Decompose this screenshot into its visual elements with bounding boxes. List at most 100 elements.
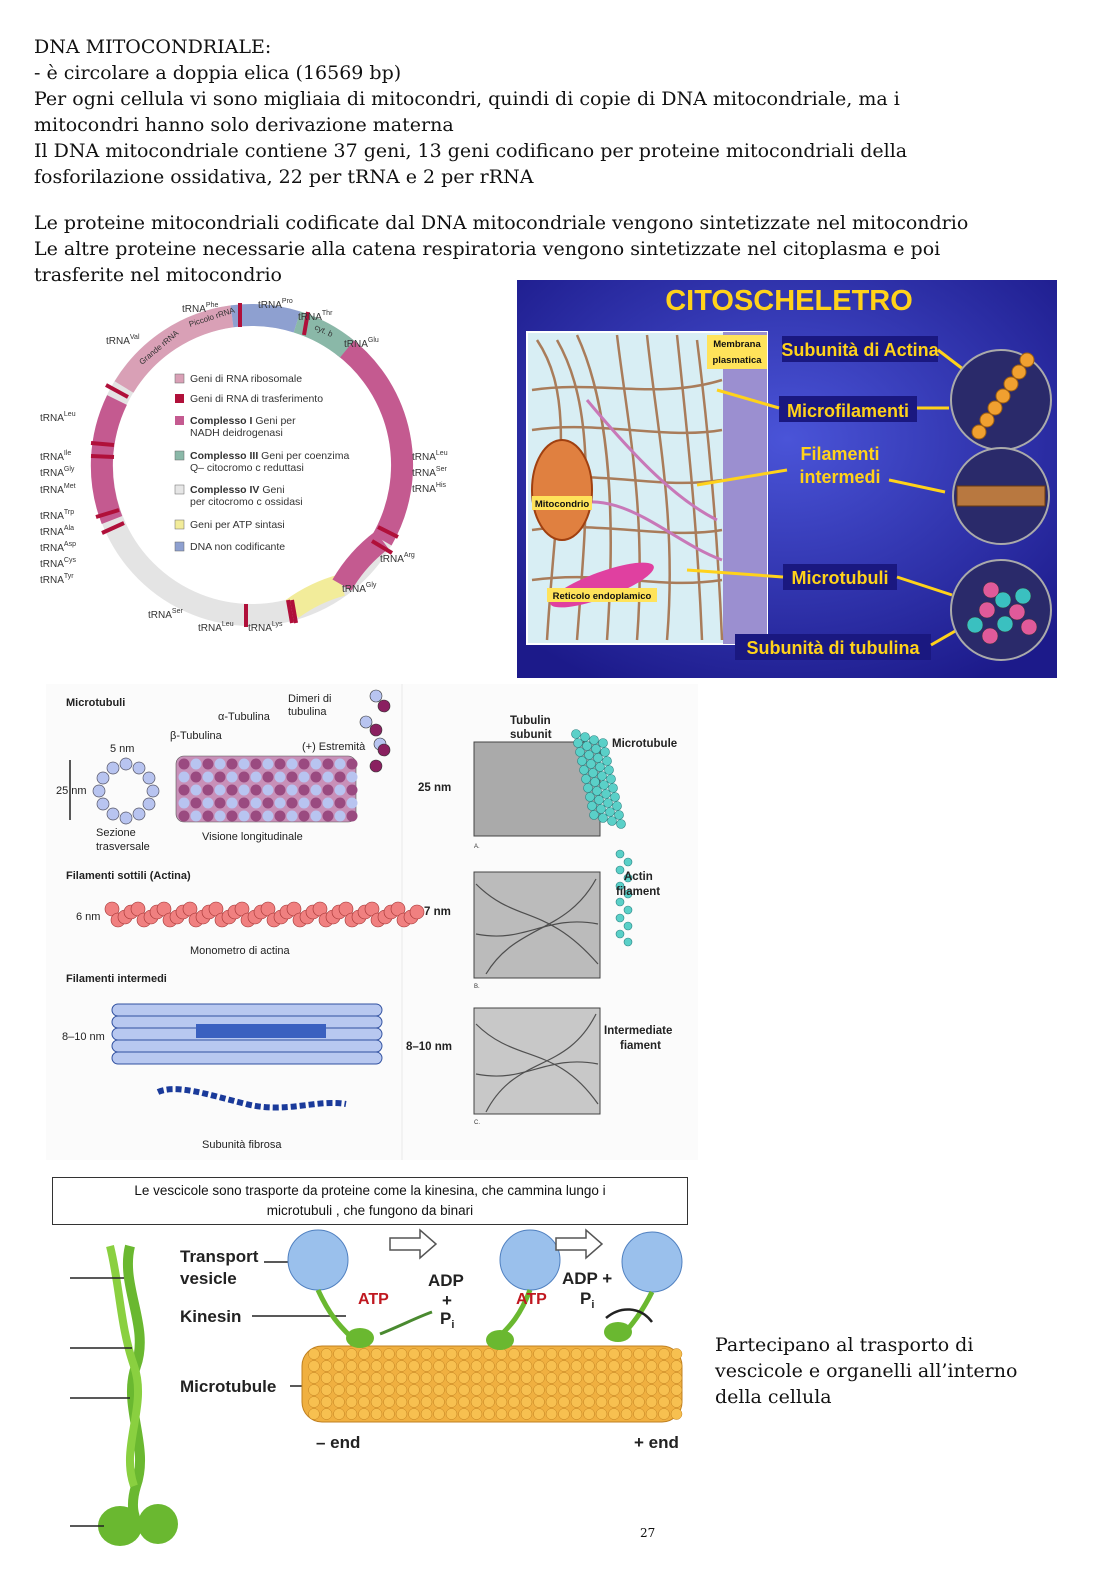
svg-text:tRNALeu: tRNALeu — [198, 621, 234, 634]
svg-text:tRNALeu: tRNALeu — [40, 411, 76, 424]
legend-label: Geni per ATP sintasi — [190, 519, 285, 531]
tubulin-subunit — [298, 810, 310, 822]
microtubule-subunit — [608, 1384, 620, 1396]
tubulin-subunit — [226, 771, 238, 783]
microtubule-subunit — [570, 1348, 583, 1360]
trna-label: tRNA — [380, 554, 404, 565]
microtubule-subunit — [395, 1348, 408, 1360]
microtubule-subunit — [608, 1408, 620, 1420]
microtubule-subunit — [583, 1408, 595, 1420]
microtubule-subunit — [545, 1384, 558, 1396]
tubulin-subunit — [262, 797, 274, 809]
microtubule-subunit — [658, 1360, 670, 1372]
tubulin-subunit — [601, 789, 611, 799]
microtubule-subunit — [583, 1384, 595, 1396]
label-microtubules: Microtubuli — [792, 568, 889, 588]
microtubule-subunit — [358, 1396, 370, 1408]
microtubule-subunit — [395, 1372, 408, 1384]
microtubule-subunit — [308, 1384, 320, 1396]
tubulin-subunit — [608, 783, 618, 793]
label-actin-subunit: Subunità di Actina — [781, 340, 939, 360]
svg-text:tRNAArg: tRNAArg — [380, 552, 415, 565]
microtubule-subunit — [583, 1348, 595, 1360]
svg-text:Complesso III Geni per coenzim: Complesso III Geni per coenzima — [190, 450, 349, 462]
label-subunita-fibrosa: Subunità fibrosa — [202, 1139, 282, 1151]
label-tubulin-subunit: Subunità di tubulina — [747, 638, 921, 658]
tubulin-subunit — [605, 807, 615, 817]
microtubule-subunit — [470, 1372, 483, 1384]
microtubule-subunit — [408, 1360, 420, 1372]
tubulin-subunit — [286, 810, 298, 822]
microtubule-subunit — [320, 1396, 333, 1408]
tubulin-subunit — [214, 784, 226, 796]
microtubule-subunit — [433, 1396, 445, 1408]
microtubule-subunit — [483, 1408, 495, 1420]
tubulin-subunit — [202, 771, 214, 783]
microtubule-subunit — [395, 1408, 408, 1420]
microtubule-subunit — [545, 1396, 558, 1408]
tubulin-subunit — [594, 795, 604, 805]
tubulin-subunit — [322, 810, 334, 822]
panel-b-label: B. — [474, 984, 480, 990]
legend-label: DNA non codificante — [190, 541, 285, 553]
kinesin-figure: Transport vesicle Kinesin Microtubule AD… — [70, 1228, 683, 1546]
trna-label: tRNA — [106, 336, 130, 347]
side-note-line: vescicole e organelli all’interno — [715, 1360, 1018, 1382]
microtubule-subunit — [645, 1372, 658, 1384]
trna-sup: Leu — [436, 450, 448, 457]
tubulin-subunit — [214, 771, 226, 783]
tubulin-subunit — [587, 801, 597, 811]
microtubule-subunit — [570, 1372, 583, 1384]
microtubule-subunit — [670, 1372, 683, 1384]
mtdna-circular-map: Grande rRNA Piccolo rRNA cyt. b Geni di … — [40, 298, 448, 634]
microtubule-subunit — [508, 1396, 520, 1408]
microtubule-subunit — [408, 1396, 420, 1408]
microtubule-subunit — [508, 1360, 520, 1372]
tubulin-subunit — [596, 804, 606, 814]
svg-text:tRNAVal: tRNAVal — [106, 334, 140, 347]
tubulin-subunit — [583, 783, 593, 793]
page-number: 27 — [640, 1526, 656, 1540]
trna-label: tRNA — [148, 610, 172, 621]
microtubule-subunit — [370, 1360, 383, 1372]
tubulin-subunit — [250, 771, 262, 783]
trna-label: tRNA — [40, 511, 64, 522]
microtubule-subunit — [608, 1348, 620, 1360]
svg-text:tRNALys: tRNALys — [248, 621, 283, 634]
microtubule-subunit — [620, 1408, 633, 1420]
microtubule-subunit — [533, 1408, 545, 1420]
svg-text:tRNASer: tRNASer — [148, 608, 183, 621]
actin-monomer — [623, 937, 633, 947]
label-sezione-2: trasversale — [96, 841, 150, 853]
tubulin-subunit — [178, 810, 190, 822]
text-line: Per ogni cellula vi sono migliaia di mit… — [34, 88, 900, 110]
tubulin-subunit — [310, 784, 322, 796]
trna-sup: Tyr — [64, 573, 74, 580]
trna-label: tRNA — [182, 304, 206, 315]
microtubule-subunit — [383, 1408, 395, 1420]
actin-monomer — [623, 921, 633, 931]
microtubule-subunit — [445, 1348, 458, 1360]
microtubule-subunit — [320, 1360, 333, 1372]
microtubule-subunit — [345, 1408, 358, 1420]
microtubule-subunit — [508, 1348, 520, 1360]
microtubule-subunit — [633, 1396, 645, 1408]
trna-sup: Gly — [366, 582, 377, 589]
actin-monomer — [615, 913, 625, 923]
label-8-10nm: 8–10 nm — [62, 1031, 105, 1043]
tubulin-subunit — [610, 792, 620, 802]
label-kinesin: Kinesin — [180, 1307, 241, 1326]
text-line: Le altre proteine necessarie alla catena… — [34, 238, 941, 260]
microtubule-subunit — [458, 1348, 470, 1360]
legend-label-bold: Complesso III — [190, 450, 258, 462]
microtubule-subunit — [358, 1384, 370, 1396]
microtubule-subunit — [658, 1372, 670, 1384]
microtubule-subunit — [333, 1384, 345, 1396]
tubulin-subunit — [214, 810, 226, 822]
tubulin-subunit — [334, 784, 346, 796]
trna-sup: Thr — [322, 310, 333, 317]
tubulin-subunit — [262, 771, 274, 783]
trna-label: tRNA — [342, 584, 366, 595]
microtubule-subunit — [520, 1384, 533, 1396]
microtubule-subunit — [670, 1360, 683, 1372]
